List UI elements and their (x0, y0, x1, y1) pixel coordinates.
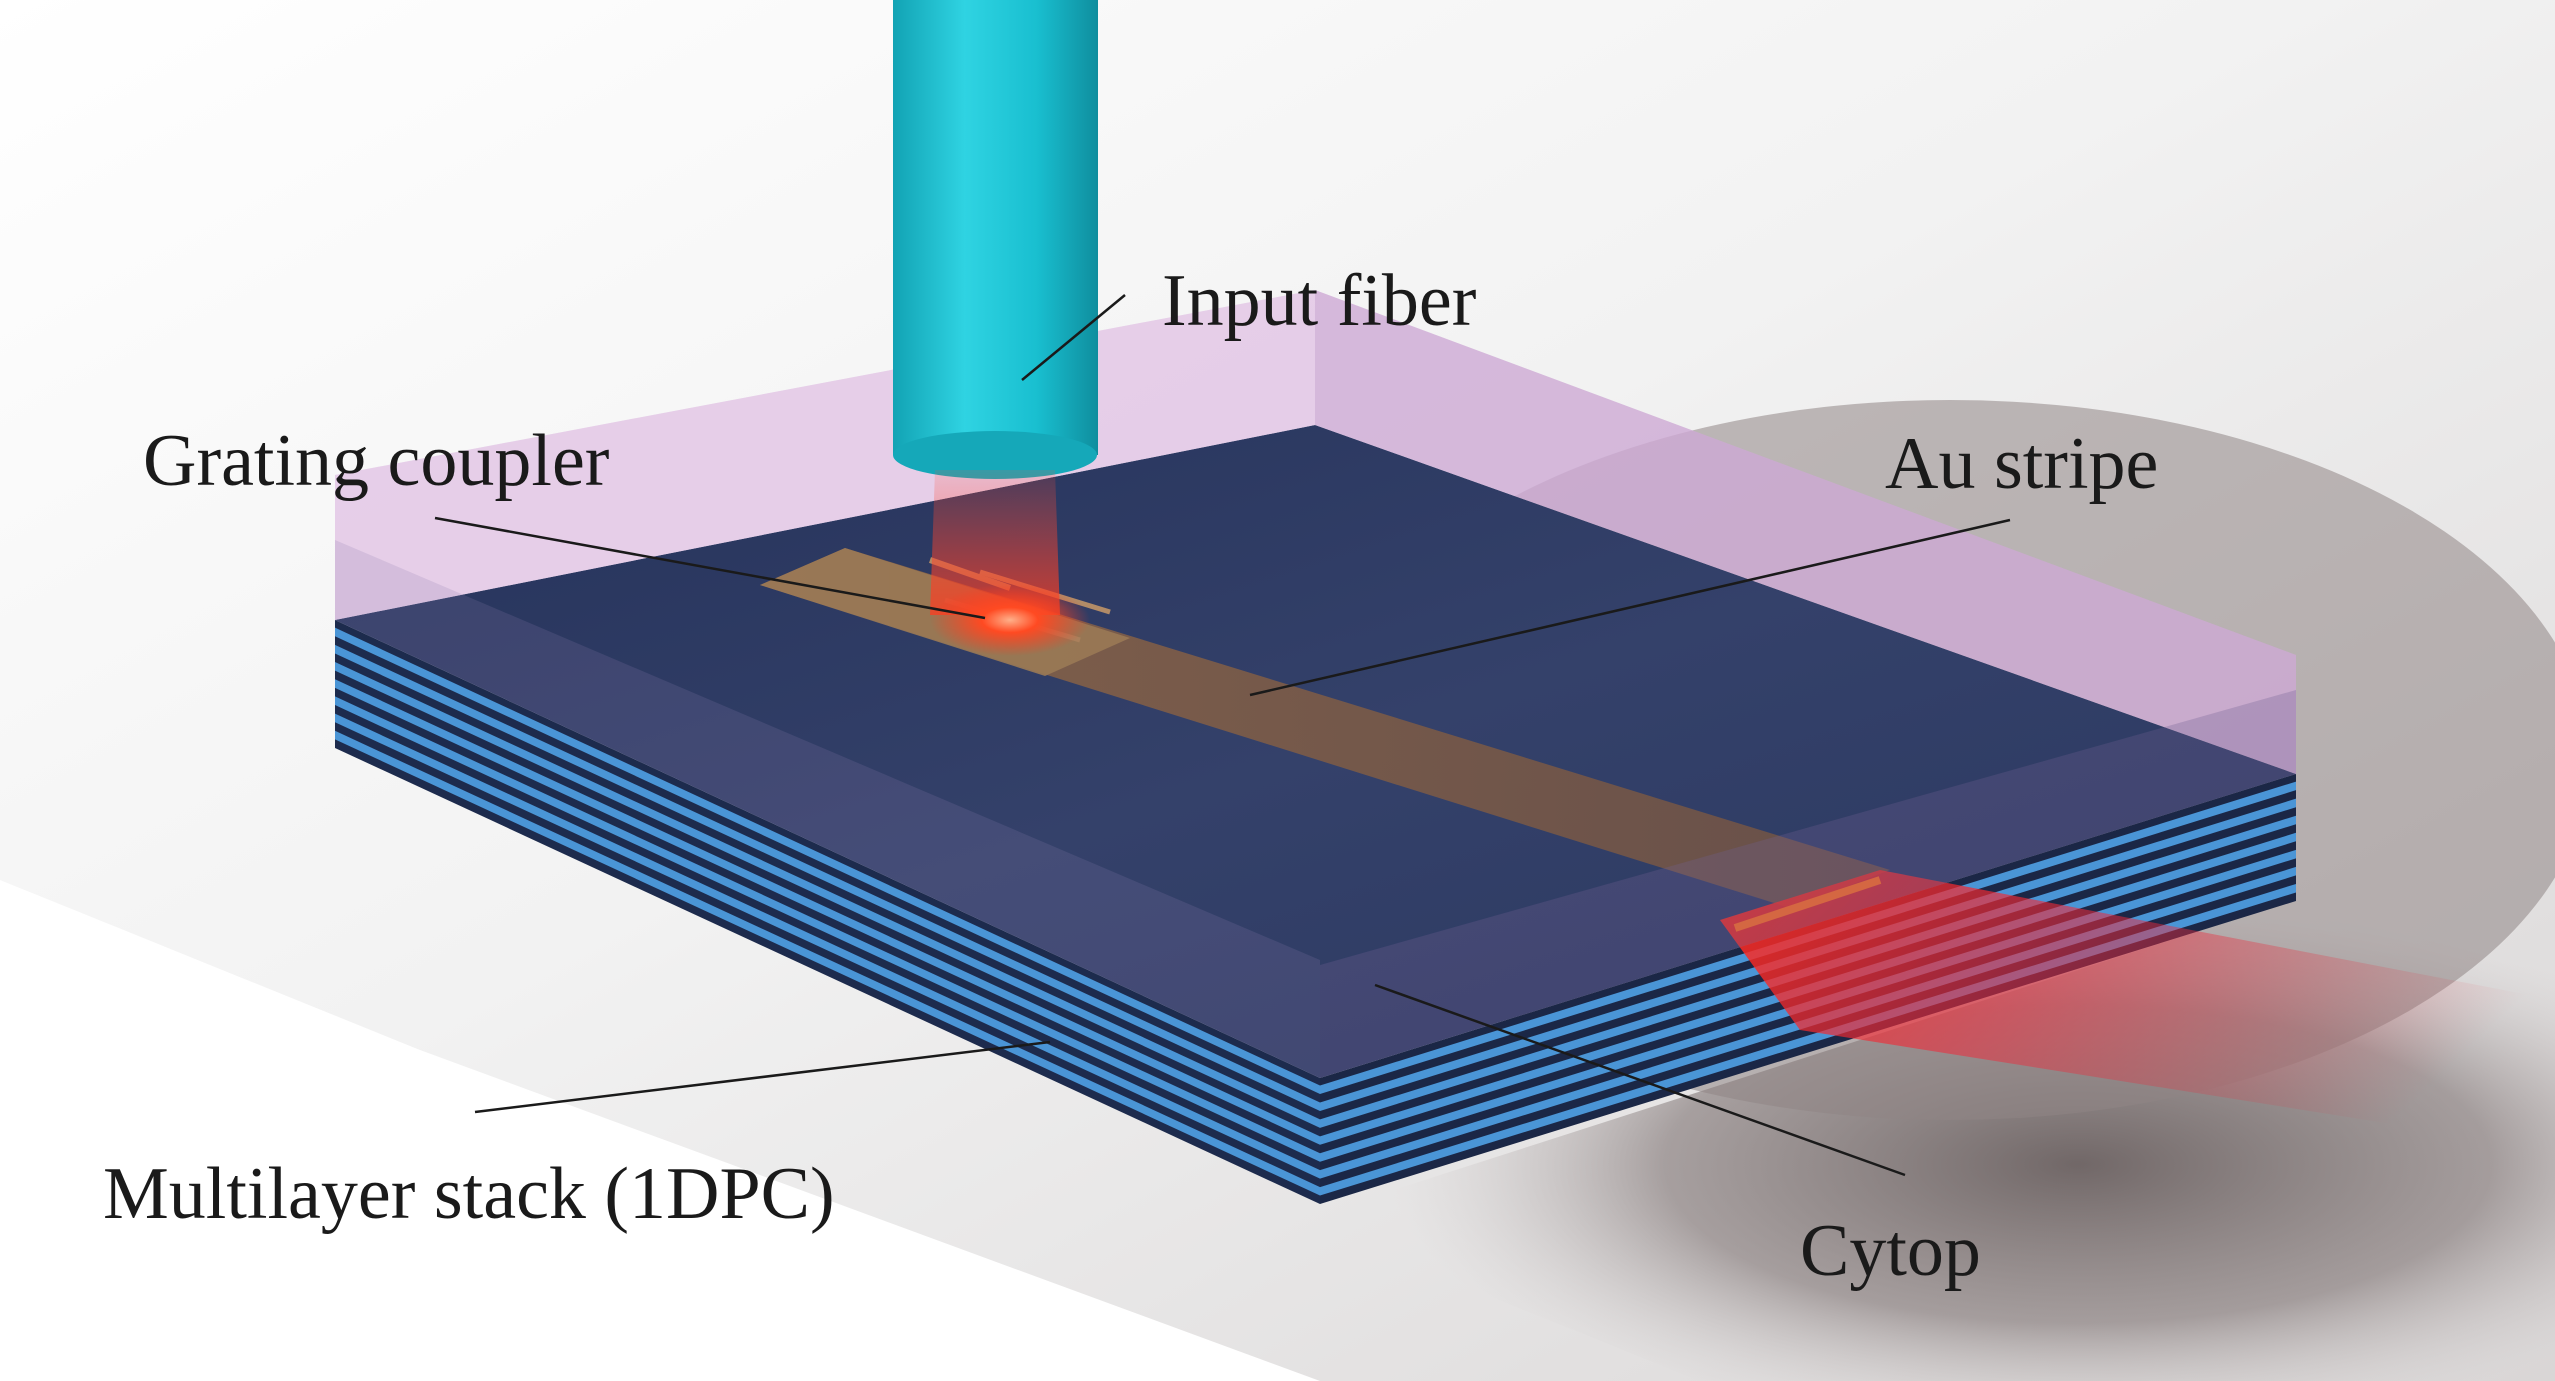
leader-input-fiber (1021, 294, 1126, 381)
input-fiber (893, 0, 1098, 479)
leader-grating-coupler (434, 516, 986, 620)
cytop-front-left (335, 540, 1320, 1078)
stack-layer (335, 696, 1320, 1162)
leader-cytop (1374, 983, 1906, 1177)
label-input-fiber: Input fiber (1162, 260, 1476, 342)
background-floor-shade (0, 880, 1320, 1381)
label-grating-coupler: Grating coupler (143, 420, 609, 502)
cytop-back-right (1315, 290, 2296, 774)
stack-layer (335, 644, 1320, 1111)
output-stripe-edge (1733, 876, 1882, 932)
fiber-core (893, 0, 1098, 455)
label-multilayer-stack: Multilayer stack (1DPC) (103, 1153, 835, 1235)
stack-left-layers (335, 627, 1320, 1196)
output-light (1720, 870, 2555, 1150)
fiber-tip (893, 431, 1097, 479)
label-cytop: Cytop (1800, 1210, 1981, 1292)
label-au-stripe: Au stripe (1885, 423, 2158, 505)
light-spot (930, 584, 1090, 656)
leader-multilayer-stack (474, 1040, 1051, 1114)
stack-layer (335, 679, 1320, 1145)
input-beam (930, 470, 1060, 615)
cytop-front-right (1320, 690, 2296, 1078)
stack-layer (335, 713, 1320, 1179)
stack-layer (335, 730, 1320, 1196)
leader-au-stripe (1249, 518, 2011, 697)
stack-layer (335, 627, 1320, 1095)
stack-layer (335, 662, 1320, 1128)
leader-lines (434, 294, 2011, 1177)
